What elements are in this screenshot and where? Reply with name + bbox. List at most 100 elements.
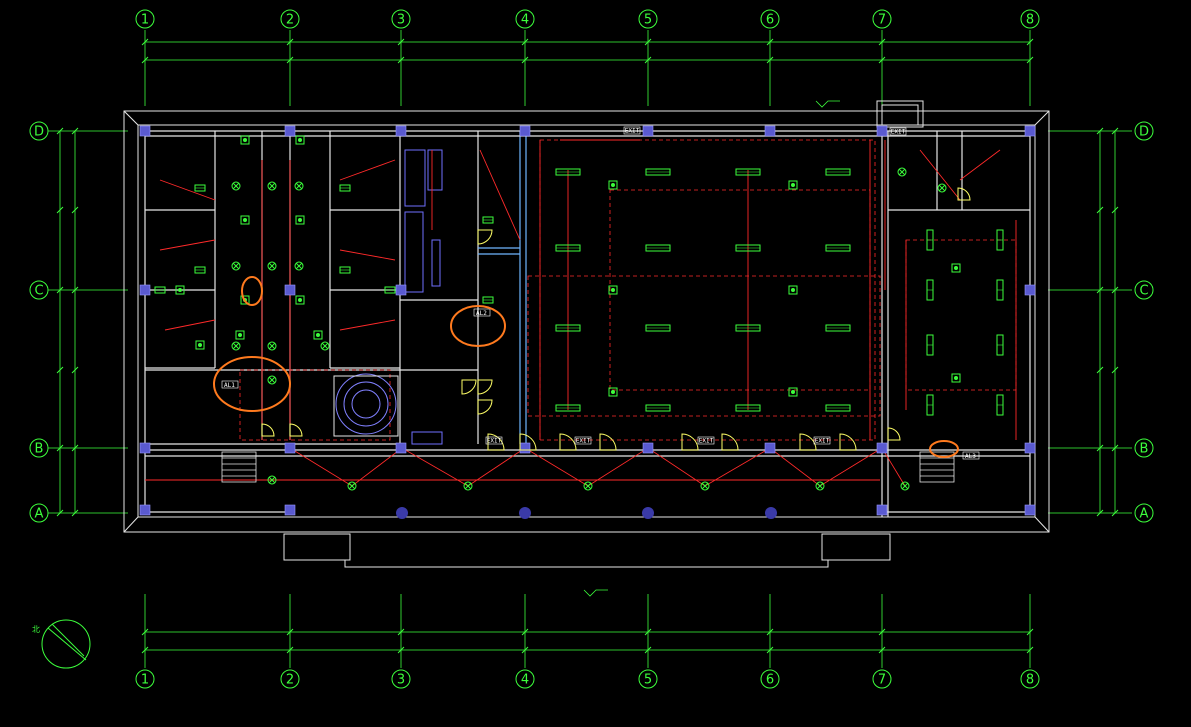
square-lamp xyxy=(295,295,305,305)
grid-label-col: 7 xyxy=(878,13,886,28)
grid-label-col: 4 xyxy=(521,673,529,688)
fluorescent-fixture xyxy=(996,279,1004,301)
ceiling-lamp xyxy=(700,481,710,491)
exit-sign: EXIT xyxy=(813,436,831,445)
fluorescent-fixture xyxy=(339,266,351,274)
fluorescent-fixture xyxy=(735,168,761,176)
fluorescent-fixture xyxy=(926,334,934,356)
square-lamp xyxy=(788,180,798,190)
fluorescent-fixture xyxy=(825,244,851,252)
highlight-marker xyxy=(213,356,291,412)
fluorescent-fixture xyxy=(825,324,851,332)
ceiling-lamp xyxy=(231,261,241,271)
svg-text:EXIT: EXIT xyxy=(625,128,640,135)
fluorescent-fixture xyxy=(926,229,934,251)
grid-label-row: C xyxy=(1139,284,1148,299)
ceiling-lamp xyxy=(294,261,304,271)
grid-label-row: D xyxy=(34,125,44,140)
ceiling-lamp xyxy=(900,481,910,491)
fluorescent-fixture xyxy=(735,324,761,332)
ceiling-lamp xyxy=(347,481,357,491)
doors xyxy=(261,187,971,451)
fluorescent-fixture xyxy=(482,296,494,304)
fluorescent-fixture xyxy=(926,394,934,416)
fluorescent-fixture xyxy=(825,168,851,176)
ceiling-lamp xyxy=(815,481,825,491)
grid-label-row: B xyxy=(35,442,44,457)
fluorescent-fixture xyxy=(645,324,671,332)
grid-label-col: 1 xyxy=(141,673,149,688)
north-arrow-icon: 北 xyxy=(32,619,91,669)
square-lamp xyxy=(240,135,250,145)
fluorescent-fixture xyxy=(555,168,581,176)
square-lamp xyxy=(235,330,245,340)
fluorescent-fixture xyxy=(996,229,1004,251)
round-table xyxy=(333,373,399,437)
fluorescent-fixture xyxy=(555,244,581,252)
fluorescent-fixture xyxy=(384,286,396,294)
ceiling-lamp xyxy=(583,481,593,491)
ceiling-lamp xyxy=(231,181,241,191)
fluorescent-fixture xyxy=(555,404,581,412)
svg-text:EXIT: EXIT xyxy=(487,438,502,445)
structural-columns xyxy=(139,125,1036,516)
kitchen-equipment xyxy=(404,149,443,445)
grid-axes-horizontal xyxy=(48,130,1132,514)
fluorescent-fixture xyxy=(194,266,206,274)
svg-text:EXIT: EXIT xyxy=(891,129,906,136)
square-lamp xyxy=(788,285,798,295)
fluorescent-fixture xyxy=(735,244,761,252)
square-lamp xyxy=(295,215,305,225)
entrance-columns xyxy=(396,507,777,519)
fluorescent-fixture xyxy=(194,184,206,192)
ceiling-lamp xyxy=(463,481,473,491)
grid-label-row: A xyxy=(1140,507,1149,522)
building-outline xyxy=(123,100,1050,568)
grid-label-col: 5 xyxy=(644,13,652,28)
grid-label-col: 8 xyxy=(1026,13,1034,28)
grid-label-col: 2 xyxy=(286,13,294,28)
panel-tag-al2: AL2 xyxy=(476,310,487,317)
fluorescent-fixture xyxy=(996,334,1004,356)
svg-text:北: 北 xyxy=(32,625,40,634)
square-lamp xyxy=(313,330,323,340)
grid-label-row: B xyxy=(1140,442,1149,457)
square-lamp xyxy=(295,135,305,145)
fluorescent-fixture xyxy=(482,216,494,224)
elevation-markers xyxy=(583,100,840,597)
svg-text:EXIT: EXIT xyxy=(576,438,591,445)
grid-label-col: 1 xyxy=(141,13,149,28)
square-lamp xyxy=(951,263,961,273)
grid-label-col: 2 xyxy=(286,673,294,688)
grid-label-col: 8 xyxy=(1026,673,1034,688)
square-lamp xyxy=(951,373,961,383)
ceiling-lamp xyxy=(231,341,241,351)
panel-labels: AL1 AL2 AL3 xyxy=(221,308,980,460)
exit-sign: EXIT xyxy=(623,126,641,135)
fluorescent-fixture xyxy=(996,394,1004,416)
ceiling-lamp xyxy=(320,341,330,351)
highlight-markers xyxy=(213,276,959,458)
highlight-marker xyxy=(241,276,263,306)
cable-runs xyxy=(145,139,1017,487)
fluorescent-fixture xyxy=(339,184,351,192)
square-lamp xyxy=(788,387,798,397)
ceiling-lamp xyxy=(294,181,304,191)
grid-label-col: 5 xyxy=(644,673,652,688)
exit-sign: EXIT xyxy=(574,436,592,445)
fluorescent-fixture xyxy=(154,286,166,294)
fluorescent-fixture xyxy=(926,279,934,301)
svg-text:EXIT: EXIT xyxy=(815,438,830,445)
square-lamp xyxy=(240,215,250,225)
grid-label-row: D xyxy=(1139,125,1149,140)
grid-label-row: C xyxy=(34,284,43,299)
ceiling-lamp xyxy=(937,183,947,193)
grid-label-col: 3 xyxy=(397,13,405,28)
panel-tag-al3: AL3 xyxy=(965,453,976,460)
fluorescent-fixture xyxy=(645,244,671,252)
square-lamp xyxy=(608,180,618,190)
ceiling-lamp xyxy=(267,341,277,351)
ceiling-lamp xyxy=(267,181,277,191)
